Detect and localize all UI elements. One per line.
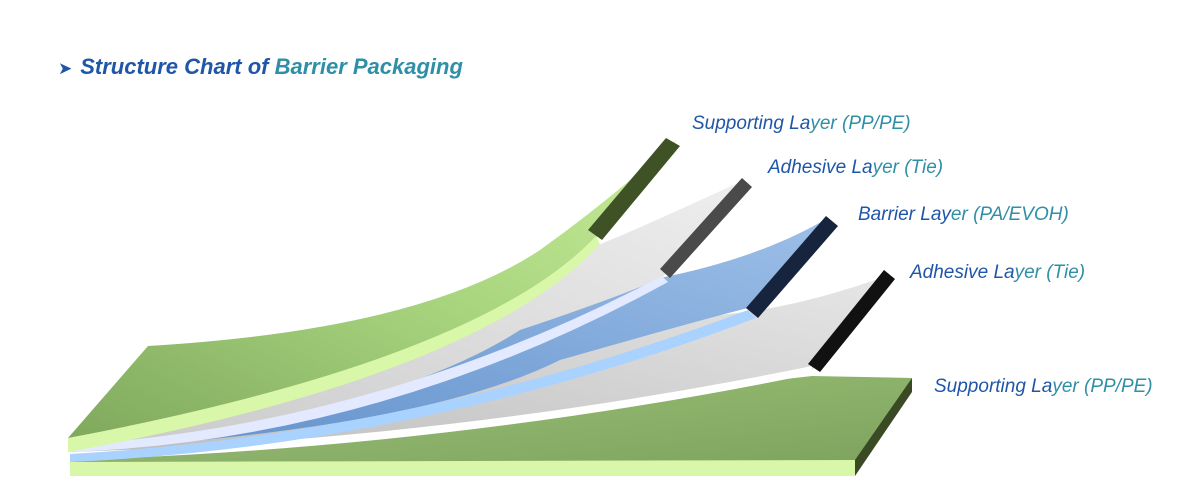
label-lower-adhesive-layer: Adhesive Layer (Tie) (910, 262, 1086, 283)
arrow-right-icon: ➤ (58, 59, 73, 78)
bottom-supporting-layer-front (70, 460, 855, 476)
bottom-supporting-layer-right-edge (855, 378, 912, 476)
label-barrier-layer: Barrier Layer (PA/EVOH) (858, 204, 1069, 225)
lower-adhesive-edge-bar (808, 270, 895, 372)
top-supporting-layer (68, 140, 676, 440)
label-top-supporting-layer: Supporting Layer (PP/PE) (692, 113, 911, 134)
label-bottom-supporting-layer: Supporting Layer (PP/PE) (934, 376, 1153, 397)
upper-adhesive-edge-bar (660, 178, 752, 278)
label-upper-adhesive-layer: Adhesive Layer (Tie) (768, 157, 944, 178)
barrier-edge-bar (746, 216, 838, 318)
diagram-title: ➤Structure Chart of Barrier Packaging (58, 54, 463, 79)
top-supporting-edge-bar (588, 138, 680, 240)
top-supporting-layer-edge (68, 236, 600, 452)
